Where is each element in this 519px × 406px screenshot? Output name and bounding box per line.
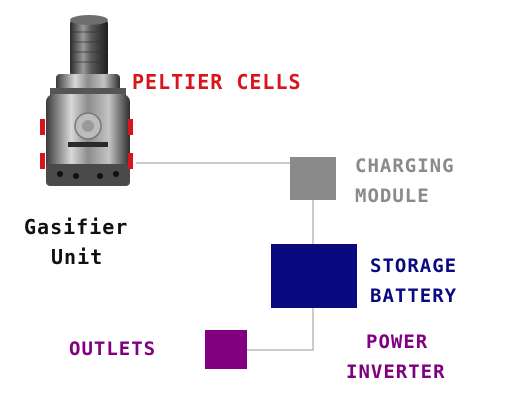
- power-label-line1: POWER: [366, 331, 429, 353]
- gasifier-label-line1: Gasifier: [24, 215, 129, 239]
- peltier-cell-markers: [40, 119, 133, 169]
- gasifier-label-line2: Unit: [51, 245, 104, 269]
- storage-label-line2: BATTERY: [370, 285, 458, 307]
- gasifier-unit-label: Gasifier Unit: [24, 212, 128, 272]
- storage-battery-label: STORAGE BATTERY: [370, 251, 457, 311]
- storage-battery-box: [271, 244, 357, 308]
- power-inverter-label: POWER INVERTER: [346, 327, 446, 387]
- charging-label-line1: CHARGING: [355, 155, 455, 177]
- outlets-box: [205, 330, 247, 369]
- power-label-line2: INVERTER: [346, 361, 446, 383]
- charging-label-line2: MODULE: [355, 185, 430, 207]
- charging-module-box: [290, 157, 336, 200]
- peltier-cells-label: PELTIER CELLS: [132, 70, 302, 94]
- storage-label-line1: STORAGE: [370, 255, 458, 277]
- gasifier-unit-image: [40, 15, 133, 186]
- storage-to-outlets-line: [246, 308, 314, 351]
- outlets-label: OUTLETS: [69, 338, 157, 360]
- charging-module-label: CHARGING MODULE: [355, 151, 455, 211]
